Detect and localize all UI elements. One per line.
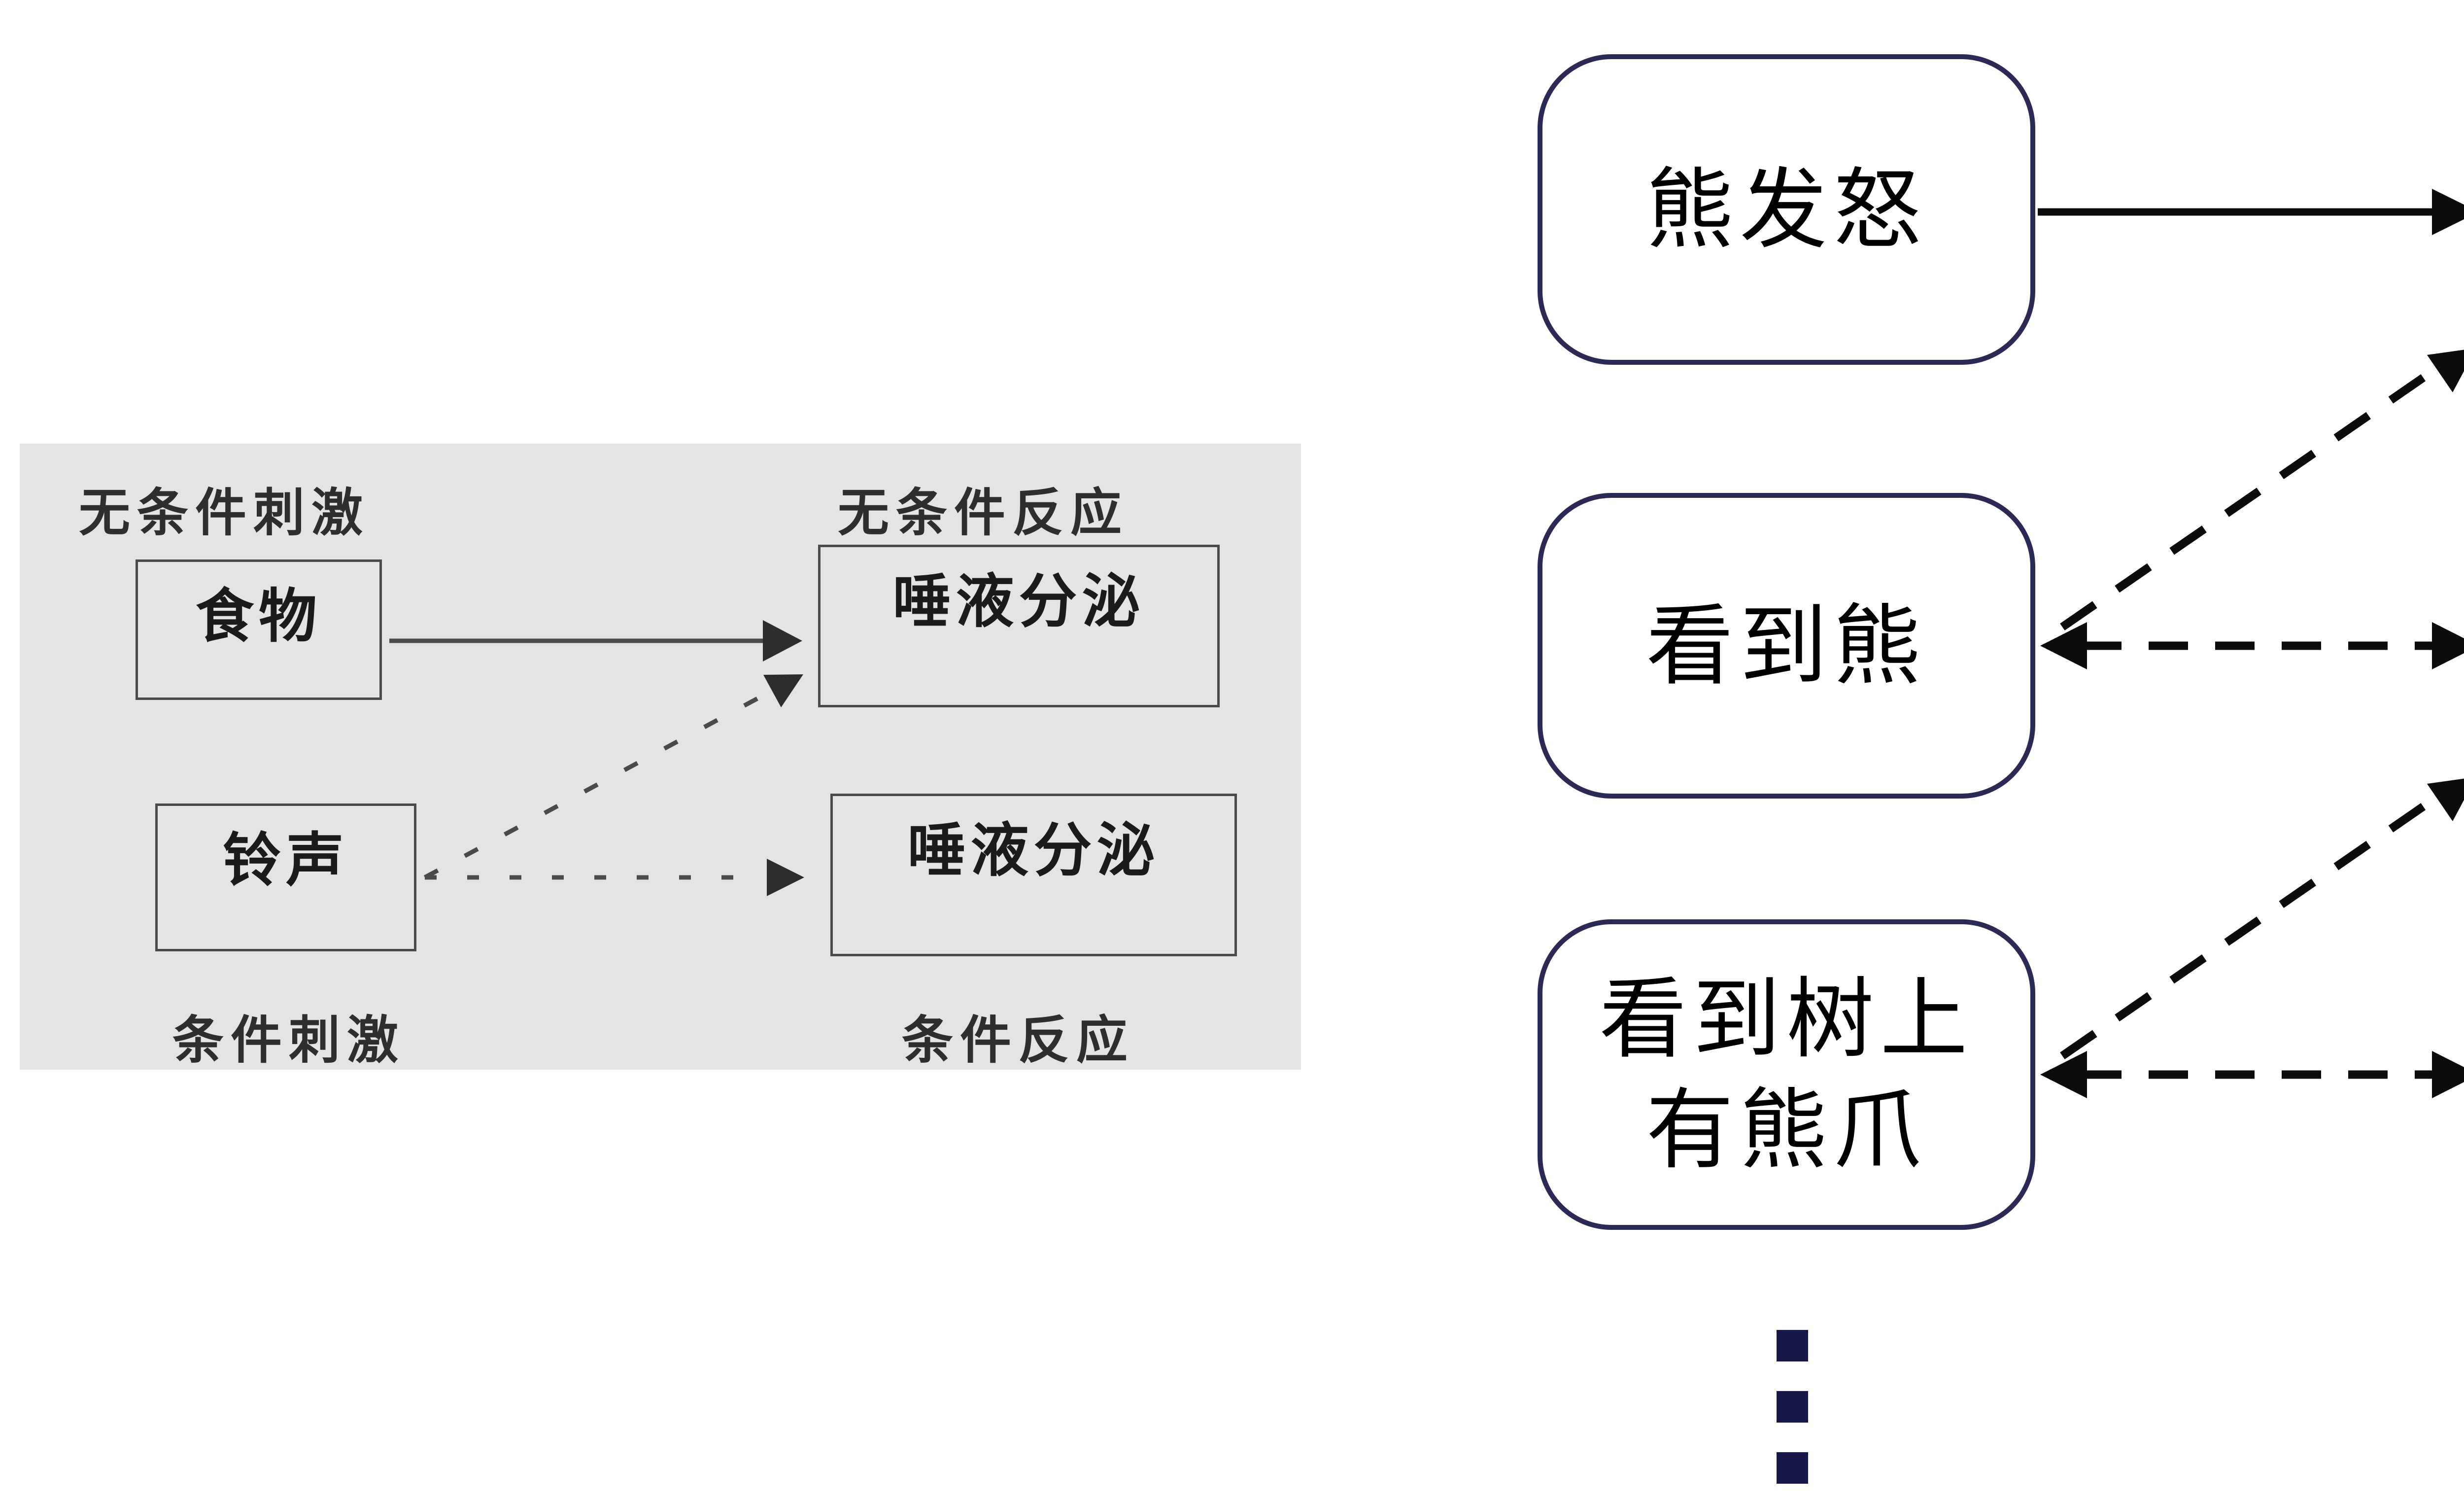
stimulus-box-see-claws-line2: 有熊爪 xyxy=(1646,1081,1927,1179)
label-conditioned-stimulus: 条件刺激 xyxy=(172,1012,406,1069)
stimulus-box-bear-angry: 熊发怒 xyxy=(1538,54,2035,365)
food-box-label: 食物 xyxy=(195,584,322,649)
dot xyxy=(1777,1330,1808,1361)
food-box: 食物 xyxy=(136,559,382,700)
salivation-top-box-label: 唾液分泌 xyxy=(892,569,1145,634)
label-conditioned-response: 条件反应 xyxy=(902,1012,1135,1069)
salivation-bottom-box-label: 唾液分泌 xyxy=(907,818,1160,883)
label-unconditioned-response: 无条件反应 xyxy=(838,485,1129,542)
stimulus-box-see-bear: 看到熊 xyxy=(1538,493,2035,799)
salivation-bottom-box: 唾液分泌 xyxy=(830,794,1237,956)
dot xyxy=(1777,1452,1808,1484)
stimulus-box-bear-angry-label: 熊发怒 xyxy=(1646,160,1927,259)
dot xyxy=(1777,1391,1808,1423)
label-unconditioned-stimulus: 无条件刺激 xyxy=(79,485,370,542)
stimulus-box-see-claws-line1: 看到树上 xyxy=(1599,970,1974,1068)
stimulus-box-see-bear-label: 看到熊 xyxy=(1646,596,1927,695)
bell-box-label: 铃声 xyxy=(222,828,349,893)
see-bear-to-reward-dashed-arrow xyxy=(2060,349,2464,630)
stimulus-box-see-claws: 看到树上 有熊爪 xyxy=(1538,919,2035,1230)
bear-angry-to-reward-arrow xyxy=(2038,189,2464,235)
see-claws-v-s-dashed-arrow xyxy=(2040,1051,2464,1098)
vertical-ellipsis-dots-left xyxy=(1777,1330,1808,1499)
see-claws-to-v-s-prime-dashed-arrow xyxy=(2060,778,2464,1059)
pavlov-panel: 无条件刺激 无条件反应 食物 唾液分泌 铃声 唾液分泌 条件刺激 条件反应 xyxy=(20,444,1301,1070)
see-bear-v-s-prime-dashed-arrow xyxy=(2040,622,2464,669)
salivation-top-box: 唾液分泌 xyxy=(818,545,1220,707)
bell-box: 铃声 xyxy=(155,803,416,951)
